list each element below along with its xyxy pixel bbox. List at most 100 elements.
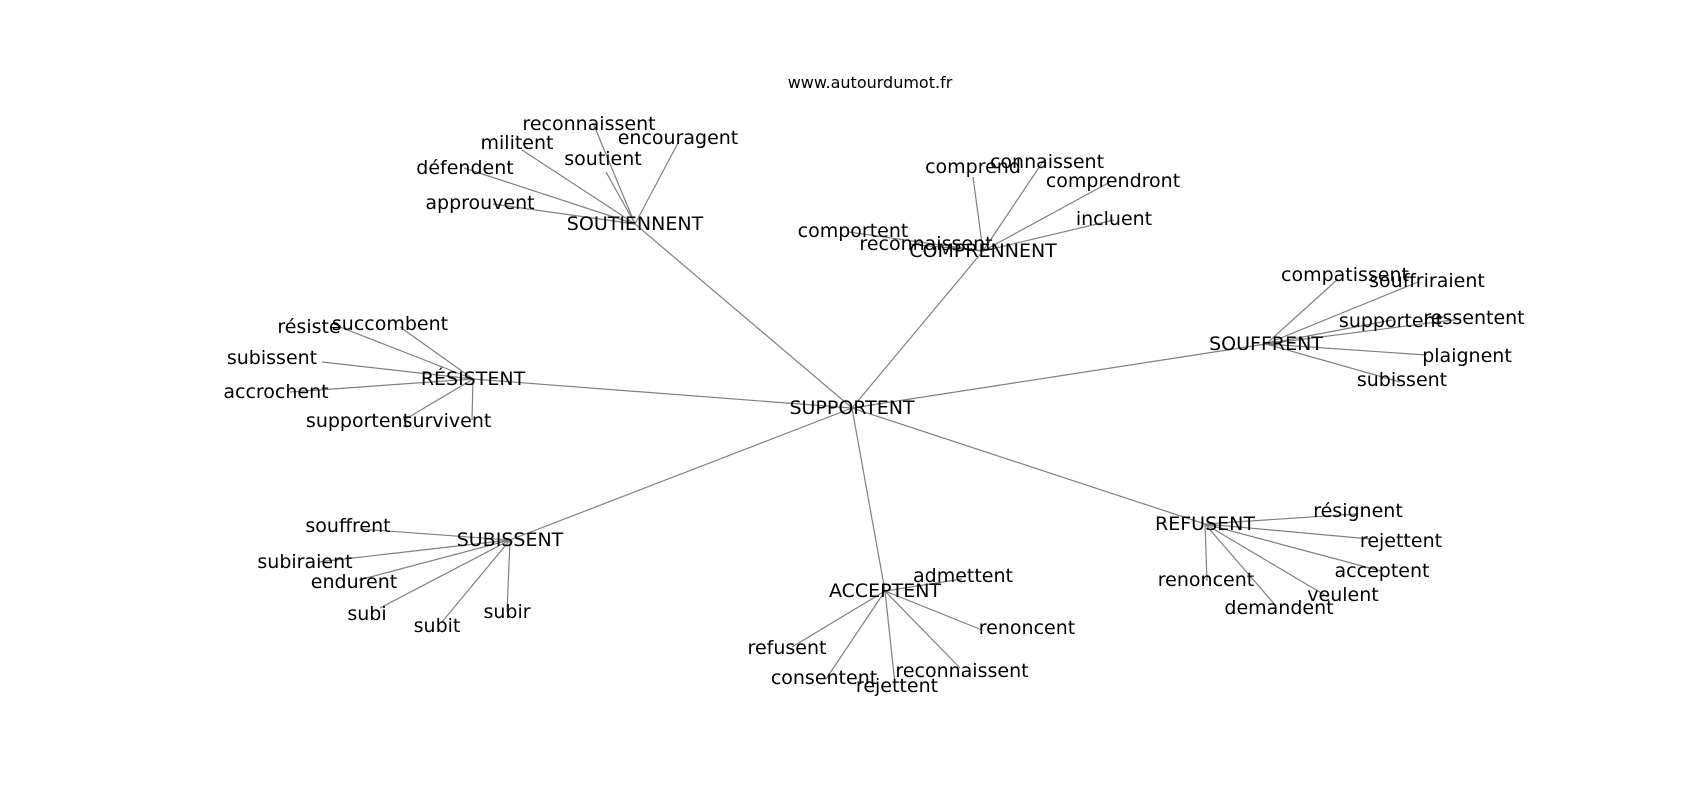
leaf-node-label: subit — [414, 615, 461, 637]
edge-cluster-0-leaf-0 — [592, 122, 636, 225]
leaf-node-label: subissent — [1357, 369, 1447, 391]
graph-labels: reconnaissentencouragentmilitentsoutient… — [223, 113, 1524, 697]
edge-cluster-5-leaf-0 — [884, 578, 963, 592]
edge-cluster-6-leaf-2 — [1204, 523, 1382, 572]
edge-cluster-5-leaf-1 — [884, 590, 983, 631]
edge-cluster-5-leaf-2 — [791, 590, 886, 648]
leaf-node-label: subiraient — [257, 551, 352, 573]
leaf-node-label: renoncent — [1158, 569, 1254, 591]
leaf-node-label: reconnaissent — [895, 660, 1028, 682]
leaf-node-label: compatissent — [1281, 264, 1409, 286]
leaf-node-label: ressentent — [1423, 307, 1524, 329]
edge-cluster-1-leaf-0 — [972, 176, 984, 252]
leaf-node-label: acceptent — [1335, 560, 1430, 582]
edge-cluster-6-leaf-1 — [1204, 523, 1371, 540]
root-node-label: SUPPORTENT — [789, 397, 914, 419]
cluster-node-label: ACCEPTENT — [829, 580, 941, 602]
edge-cluster-2-leaf-3 — [1265, 318, 1462, 345]
leaf-node-label: résiste — [277, 316, 340, 338]
edge-cluster-2-leaf-0 — [1265, 278, 1339, 345]
edge-root-to-1 — [851, 250, 984, 409]
cluster-node-label: SUBISSENT — [457, 529, 564, 551]
edge-cluster-4-leaf-4 — [441, 539, 511, 623]
cluster-node-label: SOUFFRENT — [1209, 333, 1323, 355]
edge-cluster-3-leaf-3 — [289, 378, 474, 393]
leaf-node-label: veulent — [1307, 584, 1378, 606]
edge-cluster-0-leaf-2 — [521, 149, 636, 225]
leaf-node-label: connaissent — [990, 151, 1104, 173]
leaf-node-label: subir — [483, 601, 530, 623]
cluster-node-label: SOUTIENNENT — [567, 213, 704, 235]
edge-cluster-1-leaf-1 — [982, 159, 1045, 252]
edge-cluster-6-leaf-3 — [1204, 523, 1329, 598]
edge-cluster-3-leaf-2 — [321, 361, 474, 380]
edge-cluster-6-leaf-0 — [1204, 513, 1357, 525]
edge-root-to-4 — [509, 407, 853, 541]
leaf-node-label: subi — [347, 603, 386, 625]
edge-cluster-2-leaf-2 — [1265, 319, 1393, 345]
leaf-node-label: encouragent — [618, 127, 739, 149]
edge-cluster-0-leaf-1 — [634, 142, 679, 225]
edge-cluster-3-leaf-4 — [403, 378, 474, 421]
leaf-node-label: comprend — [925, 156, 1021, 178]
leaf-node-label: reconnaissent — [859, 233, 992, 255]
edge-cluster-1-leaf-3 — [982, 219, 1115, 252]
edge-cluster-0-leaf-5 — [492, 203, 636, 225]
edge-cluster-5-leaf-4 — [884, 590, 896, 685]
leaf-node-label: supportent — [1339, 310, 1443, 332]
edge-cluster-4-leaf-0 — [359, 528, 511, 541]
leaf-node-label: souffriraient — [1369, 270, 1485, 292]
leaf-node-label: survivent — [403, 410, 492, 432]
leaf-node-label: endurent — [311, 571, 397, 593]
edge-cluster-2-leaf-1 — [1265, 281, 1419, 345]
leaf-node-label: accrochent — [223, 381, 328, 403]
leaf-node-label: consentent — [771, 667, 877, 689]
edge-cluster-2-leaf-4 — [1265, 343, 1427, 356]
edge-cluster-6-leaf-4 — [1204, 523, 1277, 607]
edge-root-to-6 — [851, 407, 1206, 525]
leaf-node-label: rejettent — [1360, 530, 1442, 552]
edge-cluster-0-leaf-3 — [605, 171, 636, 225]
leaf-node-label: approuvent — [425, 192, 534, 214]
leaf-node-label: défendent — [416, 157, 513, 179]
leaf-node-label: incluent — [1076, 208, 1152, 230]
edge-cluster-3-leaf-0 — [339, 326, 474, 380]
edge-cluster-1-leaf-4 — [848, 231, 984, 252]
cluster-node-label: REFUSENT — [1155, 513, 1255, 535]
edge-cluster-3-leaf-1 — [399, 326, 474, 380]
leaf-node-label: admettent — [913, 565, 1013, 587]
edge-root-to-2 — [851, 343, 1267, 409]
graph-edges — [289, 122, 1462, 685]
leaf-node-label: demandent — [1224, 597, 1333, 619]
leaf-node-label: subissent — [227, 347, 317, 369]
edge-root-to-0 — [634, 223, 853, 409]
edge-cluster-1-leaf-2 — [982, 181, 1111, 252]
edge-cluster-5-leaf-5 — [884, 590, 961, 669]
leaf-node-label: refusent — [748, 637, 827, 659]
edge-root-to-3 — [472, 378, 853, 409]
edge-cluster-4-leaf-2 — [358, 539, 511, 581]
edge-root-to-5 — [851, 407, 886, 592]
edge-cluster-2-leaf-5 — [1265, 343, 1401, 383]
leaf-node-label: comportent — [798, 220, 909, 242]
site-watermark: www.autourdumot.fr — [788, 73, 953, 92]
leaf-node-label: souffrent — [305, 515, 390, 537]
leaf-node-label: rejettent — [856, 675, 938, 697]
edge-cluster-5-leaf-3 — [825, 590, 886, 680]
edge-cluster-1-leaf-5 — [908, 243, 984, 252]
leaf-node-label: militent — [481, 132, 554, 154]
edge-cluster-0-leaf-4 — [463, 167, 636, 225]
edge-cluster-6-leaf-5 — [1204, 523, 1208, 582]
leaf-node-label: renoncent — [979, 617, 1075, 639]
leaf-node-label: reconnaissent — [522, 113, 655, 135]
edge-cluster-3-leaf-5 — [471, 378, 474, 421]
edge-cluster-4-leaf-1 — [317, 539, 511, 563]
edge-cluster-4-leaf-3 — [379, 539, 511, 609]
leaf-node-label: succombent — [332, 313, 448, 335]
cluster-node-label: RÉSISTENT — [421, 367, 526, 390]
cluster-node-label: COMPRENNENT — [909, 240, 1057, 262]
leaf-node-label: résignent — [1313, 500, 1403, 522]
leaf-node-label: supportent — [306, 410, 410, 432]
leaf-node-label: plaignent — [1422, 345, 1512, 367]
